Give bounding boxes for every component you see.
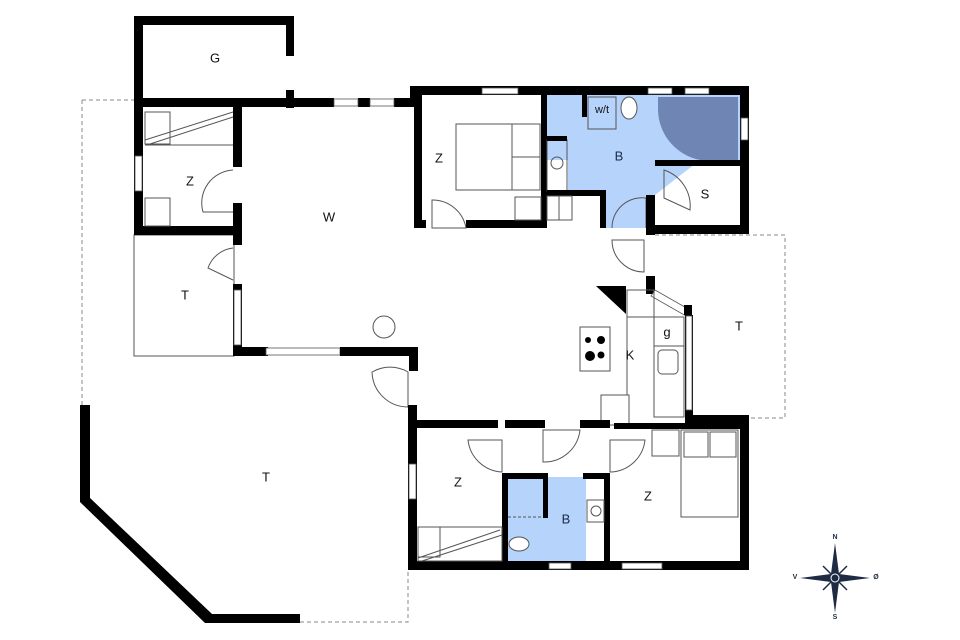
label-bath-n: B bbox=[615, 148, 624, 163]
compass-south: S bbox=[833, 614, 838, 621]
label-terrace-sw: T bbox=[262, 469, 270, 484]
label-bath-s: B bbox=[562, 511, 571, 526]
shower-n bbox=[658, 97, 738, 160]
label-garage: G bbox=[210, 50, 220, 65]
label-terrace-w: T bbox=[181, 287, 189, 302]
label-bedroom-nw: Z bbox=[186, 173, 194, 188]
compass-north: N bbox=[832, 534, 837, 541]
terrace-outline-e bbox=[655, 234, 786, 419]
label-kitchen-g: g bbox=[663, 324, 670, 339]
compass-west: V bbox=[793, 574, 798, 581]
label-kitchen: K bbox=[626, 347, 635, 362]
label-toilet: w/t bbox=[594, 104, 609, 116]
compass-east: Ø bbox=[873, 574, 879, 581]
label-bedroom-s1: Z bbox=[454, 474, 462, 489]
compass-rose-icon: N S V Ø bbox=[793, 534, 880, 621]
label-living: W bbox=[323, 209, 336, 224]
terrace-outline-s bbox=[300, 570, 409, 623]
label-terrace-e: T bbox=[735, 318, 743, 333]
label-bedroom-n: Z bbox=[435, 150, 443, 165]
label-storage: S bbox=[701, 186, 710, 201]
label-bedroom-s2: Z bbox=[644, 488, 652, 503]
